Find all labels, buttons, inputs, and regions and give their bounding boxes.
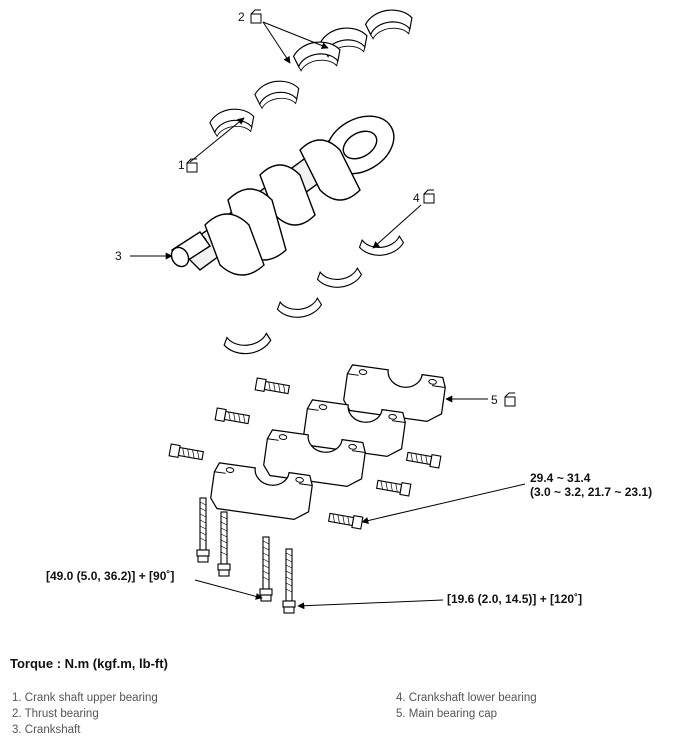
oil-can-icon [504, 392, 516, 407]
oil-can-icon [186, 158, 198, 173]
part-number-4: 4 [413, 191, 420, 205]
legend-item: 2. Thrust bearing [12, 708, 99, 720]
torque-callout-long-bolt-left: [49.0 (5.0, 36.2)] + [90˚] [46, 569, 175, 583]
legend-left: 1. Crank shaft upper bearing 2. Thrust b… [12, 690, 158, 738]
oil-can-icon [423, 189, 435, 204]
legend-right: 4. Crankshaft lower bearing 5. Main bear… [396, 690, 537, 722]
legend-item: 3. Crankshaft [12, 724, 81, 736]
legend-item: 4. Crankshaft lower bearing [396, 692, 537, 704]
part-number-3: 3 [115, 249, 122, 263]
part-number-5: 5 [491, 393, 498, 407]
torque-unit-title: Torque : N.m (kgf.m, lb-ft) [10, 656, 168, 671]
part-number-2: 2 [238, 10, 245, 24]
part-number-1: 1 [178, 158, 185, 172]
oil-can-icon [250, 9, 262, 24]
torque-callout-line1: 29.4 ~ 31.4 [530, 471, 591, 485]
thrust-bearing [291, 6, 415, 73]
crankshaft [170, 115, 395, 276]
torque-callout-cap-bolt: 29.4 ~ 31.4 (3.0 ~ 3.2, 21.7 ~ 23.1) [530, 471, 652, 499]
main-bearing-cap [208, 363, 448, 522]
torque-callout-line2: (3.0 ~ 3.2, 21.7 ~ 23.1) [530, 485, 653, 499]
crankshaft-assembly-diagram [130, 6, 526, 614]
legend-item: 1. Crank shaft upper bearing [12, 692, 158, 704]
legend-item: 5. Main bearing cap [396, 708, 498, 720]
crank-shaft-upper-bearing [207, 77, 302, 138]
torque-callout-long-bolt-right: [19.6 (2.0, 14.5)] + [120˚] [447, 592, 583, 606]
